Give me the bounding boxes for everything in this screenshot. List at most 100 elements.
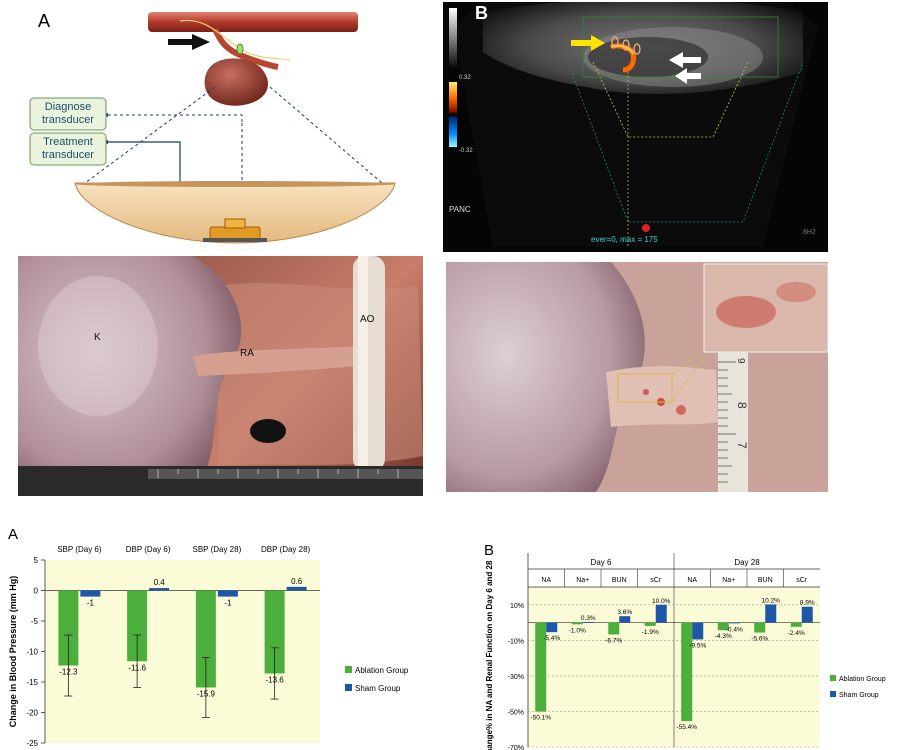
renal-artery-label: RA [240, 348, 254, 359]
kidney-label: K [94, 332, 101, 343]
y-tick-label: -30% [508, 674, 524, 681]
sham-bar [655, 604, 667, 623]
sham-bar [619, 616, 631, 623]
legend-label-sham: Sham Group [355, 684, 401, 693]
category-label: DBP (Day 6) [126, 545, 171, 554]
category-label: SBP (Day 6) [57, 545, 102, 554]
focal-spot [236, 43, 244, 55]
sham-bar [728, 622, 740, 624]
category-label: BUN [758, 577, 773, 584]
panel-letter: A [38, 11, 50, 31]
ablation-bar [58, 590, 79, 666]
ablation-bar [127, 590, 148, 662]
ruler [718, 352, 748, 492]
scale-top-label: 0.32 [459, 75, 471, 81]
diagnose-transducer-label: Diagnose transducer [42, 101, 94, 126]
mode-label: PANC [449, 205, 471, 214]
ablation-value-label: -15.9 [197, 689, 216, 698]
ablation-value-label: -6.7% [605, 637, 622, 644]
panel-letter: B [475, 3, 488, 23]
sham-bar [801, 606, 813, 623]
sham-bar [217, 590, 238, 597]
ultrasound-svg: B 0.32 -0.32 PANC ever=0, max = 175 8H2 [443, 2, 828, 252]
sham-bar [286, 586, 307, 591]
panel-letter: B [484, 542, 494, 559]
ablation-bar [790, 622, 802, 627]
sham-value-label: -1 [87, 599, 95, 608]
ablation-value-label: -11.6 [128, 663, 146, 672]
y-tick-label: -50% [508, 709, 524, 716]
sham-value-label: 10.0% [652, 598, 671, 605]
aorta [353, 256, 385, 471]
ablation-value-label: -5.6% [751, 636, 768, 643]
y-tick-label: 5 [34, 556, 39, 565]
sham-value-label: 8.9% [800, 600, 815, 607]
aorta-vessel [148, 12, 358, 32]
category-label: Na+ [576, 577, 589, 584]
y-axis-label: Change% in NA and Renal Function on Day … [485, 560, 494, 750]
sham-value-label: -5.4% [543, 635, 560, 642]
ablation-bar [195, 590, 216, 688]
yellow-arrow-icon [571, 35, 605, 51]
panel-letter: A [8, 526, 18, 543]
grayscale-bar [449, 8, 457, 70]
category-label: sCr [650, 577, 662, 584]
category-label: NA [541, 577, 551, 584]
sham-bar [582, 622, 594, 623]
ablation-bar [754, 622, 766, 633]
ablation-lesion-photo: 9 8 7 [446, 262, 828, 492]
kidney [18, 256, 242, 496]
diagnose-transducer-box [29, 97, 107, 131]
sham-value-label: 0.3% [581, 615, 596, 622]
scale-bottom-label: -0.32 [459, 148, 473, 154]
ablation-value-label: -50.1% [530, 715, 551, 722]
renal-artery [193, 346, 358, 376]
kidney [446, 262, 645, 492]
white-arrow-icon [669, 52, 701, 68]
hifu-schematic-svg: A Diagnose transducer Treatment transduc… [29, 11, 396, 244]
y-tick-label: 10% [510, 603, 524, 610]
renal-artery-branch [212, 27, 279, 70]
category-label: BUN [612, 577, 627, 584]
ablation-bar [717, 622, 729, 631]
sham-bar [80, 590, 101, 597]
ablation-bar [681, 622, 693, 722]
treatment-transducer-box [29, 132, 107, 166]
y-axis-label: Change in Blood Pressure (mm Hg) [8, 576, 18, 728]
sham-value-label: 3.6% [617, 609, 632, 616]
y-tick-label: -10% [508, 638, 524, 645]
ruler-label-9: 9 [735, 358, 746, 364]
legend-swatch-sham [830, 691, 836, 697]
ablation-bar [644, 622, 656, 626]
legend-label-ablation: Ablation Group [355, 666, 409, 675]
ruler-label-7: 7 [735, 442, 749, 449]
y-tick-label: -10 [26, 648, 38, 657]
group-label-day6: Day 6 [591, 558, 612, 567]
ablation-bar [264, 590, 285, 674]
y-tick-label: -5 [31, 617, 39, 626]
ablation-bar [571, 622, 583, 625]
treatment-transducer-label: Treatment transducer [42, 136, 94, 161]
ablation-value-label: -1.0% [569, 627, 586, 634]
sham-value-label: -1 [224, 599, 232, 608]
legend-label-ablation: Ablation Group [839, 676, 886, 683]
y-tick-label: -15 [26, 678, 38, 687]
center-transducer [209, 226, 261, 240]
sham-value-label: 0.4 [154, 578, 166, 587]
ablation-value-label: -12.3 [59, 668, 78, 677]
ablation-value-label: -1.9% [642, 629, 659, 636]
ruler-label-8: 8 [735, 402, 749, 409]
legend-swatch-ablation [345, 666, 352, 673]
ultrasound-panel: B 0.32 -0.32 PANC ever=0, max = 175 8H2 [443, 2, 828, 252]
category-label: DBP (Day 28) [261, 545, 311, 554]
sham-value-label: 0.6 [291, 577, 303, 586]
category-label: sCr [796, 577, 808, 584]
ablation-value-label: -2.4% [788, 630, 805, 637]
kidney-dissection-photo: K RA AO [18, 256, 423, 496]
y-tick-label: 0 [34, 587, 39, 596]
sham-bar [765, 604, 777, 623]
kidney-illustration [204, 58, 268, 106]
